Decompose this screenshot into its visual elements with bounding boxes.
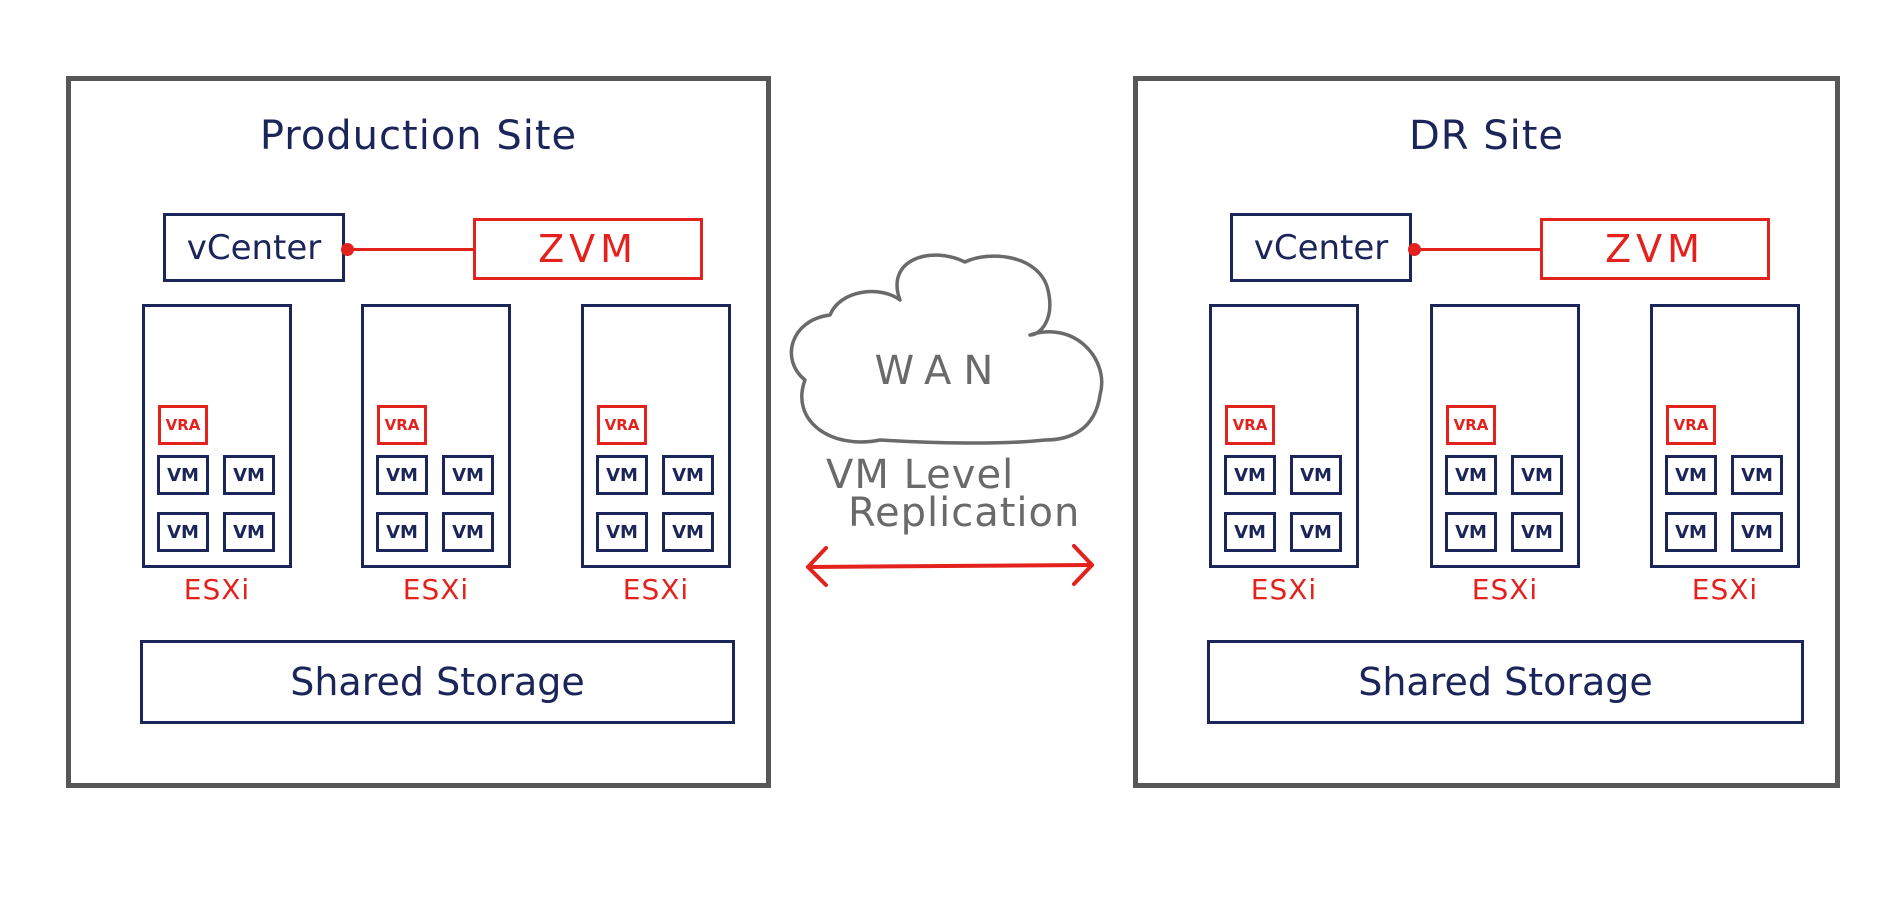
vra-box: VRA xyxy=(597,405,647,445)
vm-box: VM xyxy=(596,455,648,495)
production-esxi-label-1: ESXi xyxy=(183,573,251,606)
production-shared-storage: Shared Storage xyxy=(140,640,735,724)
dr-site-panel: DR Site vCenter ZVM VRA VM VM VM VM ESXi… xyxy=(1133,76,1840,788)
vm-box: VM xyxy=(157,512,209,552)
production-esxi-label-2: ESXi xyxy=(402,573,470,606)
replication-label-line2: Replication xyxy=(848,490,1081,536)
production-vcenter-box: vCenter xyxy=(163,213,345,282)
vm-box: VM xyxy=(1731,512,1783,552)
wan-cloud-icon xyxy=(789,253,1104,445)
production-esxi-host-2: VRA VM VM VM VM xyxy=(361,304,511,568)
production-esxi-host-3: VRA VM VM VM VM xyxy=(581,304,731,568)
vm-box: VM xyxy=(662,455,714,495)
vm-box: VM xyxy=(1511,512,1563,552)
production-vcenter-zvm-connector xyxy=(347,248,473,251)
vra-box: VRA xyxy=(1225,405,1275,445)
production-zvm-box: ZVM xyxy=(473,218,703,280)
production-site-title: Production Site xyxy=(259,113,578,159)
dr-zvm-box: ZVM xyxy=(1540,218,1770,280)
vra-box: VRA xyxy=(377,405,427,445)
dr-shared-storage: Shared Storage xyxy=(1207,640,1804,724)
dr-esxi-label-1: ESXi xyxy=(1250,573,1318,606)
vm-box: VM xyxy=(1224,455,1276,495)
vm-box: VM xyxy=(157,455,209,495)
vm-box: VM xyxy=(1445,455,1497,495)
vm-box: VM xyxy=(442,455,494,495)
vm-box: VM xyxy=(442,512,494,552)
vm-box: VM xyxy=(1290,512,1342,552)
dr-esxi-label-3: ESXi xyxy=(1691,573,1759,606)
vm-box: VM xyxy=(596,512,648,552)
vm-box: VM xyxy=(1665,455,1717,495)
dr-esxi-label-2: ESXi xyxy=(1471,573,1539,606)
production-esxi-label-3: ESXi xyxy=(622,573,690,606)
vm-box: VM xyxy=(223,455,275,495)
vm-box: VM xyxy=(376,455,428,495)
wan-label: WAN xyxy=(874,348,1006,394)
vm-box: VM xyxy=(1511,455,1563,495)
vm-box: VM xyxy=(223,512,275,552)
dr-esxi-host-2: VRA VM VM VM VM xyxy=(1430,304,1580,568)
dr-esxi-host-3: VRA VM VM VM VM xyxy=(1650,304,1800,568)
vm-box: VM xyxy=(1224,512,1276,552)
vm-box: VM xyxy=(1731,455,1783,495)
vm-box: VM xyxy=(1445,512,1497,552)
vra-box: VRA xyxy=(1446,405,1496,445)
vm-box: VM xyxy=(1665,512,1717,552)
vra-box: VRA xyxy=(158,405,208,445)
replication-arrow xyxy=(806,544,1094,587)
vm-box: VM xyxy=(1290,455,1342,495)
dr-vcenter-box: vCenter xyxy=(1230,213,1412,282)
dr-vcenter-zvm-connector xyxy=(1414,248,1540,251)
production-site-panel: Production Site vCenter ZVM VRA VM VM VM… xyxy=(66,76,771,788)
replication-label-line1: VM Level xyxy=(826,452,1015,498)
dr-site-title: DR Site xyxy=(1408,113,1565,159)
vm-box: VM xyxy=(662,512,714,552)
vra-box: VRA xyxy=(1666,405,1716,445)
production-esxi-host-1: VRA VM VM VM VM xyxy=(142,304,292,568)
vm-box: VM xyxy=(376,512,428,552)
dr-esxi-host-1: VRA VM VM VM VM xyxy=(1209,304,1359,568)
